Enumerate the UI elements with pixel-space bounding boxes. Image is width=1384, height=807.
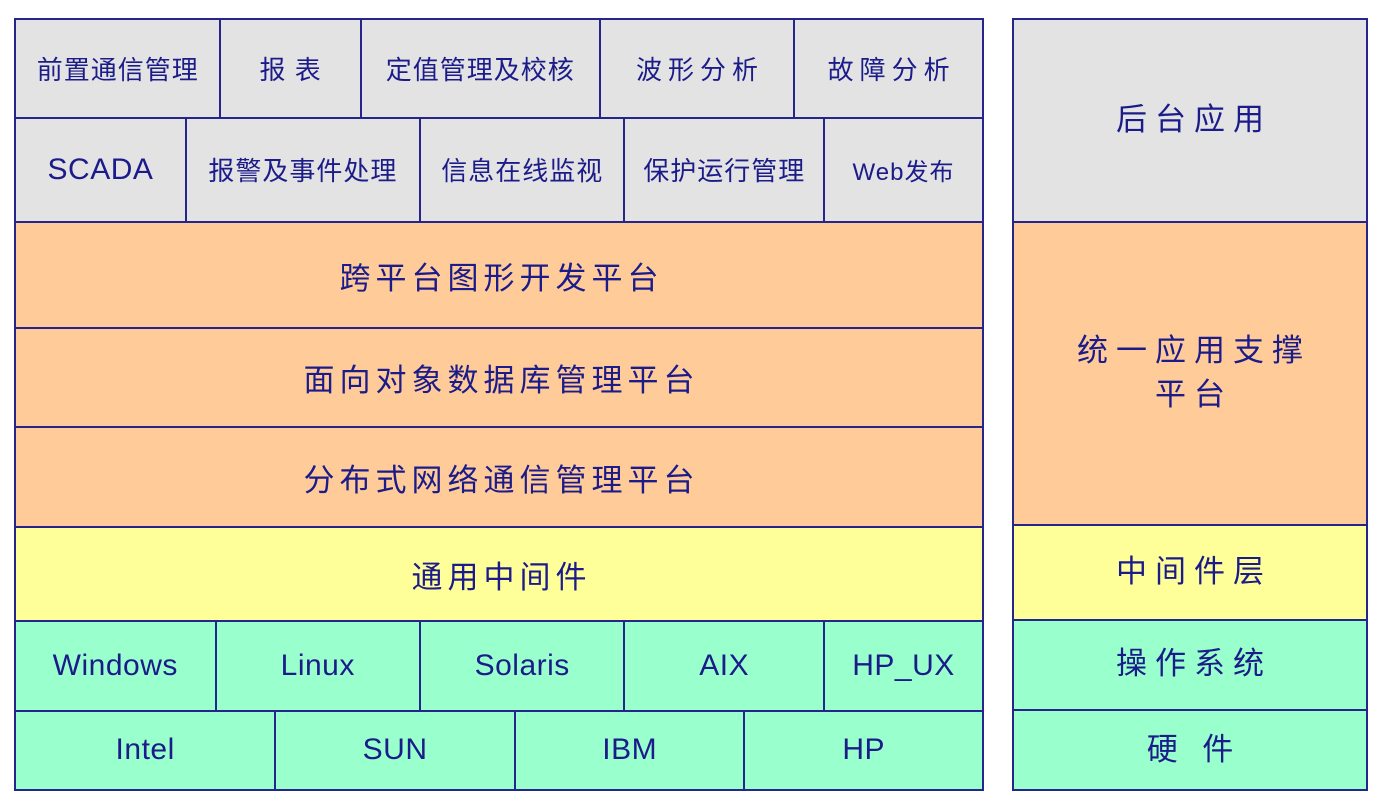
cell-os-linux: Linux (216, 621, 419, 710)
cell-hw-hp: HP (745, 711, 982, 789)
os-row: Windows Linux Solaris AIX HP_UX (16, 621, 983, 710)
middleware-row: 通用中间件 (16, 528, 982, 620)
legend-middleware-row: 中间件层 (1014, 526, 1366, 619)
cell-middleware-layer: 中间件层 (1014, 526, 1366, 619)
cell-waveform-analysis: 波形分析 (600, 20, 794, 117)
cell-generic-middleware: 通用中间件 (16, 528, 982, 620)
cell-web-publish: Web发布 (824, 118, 983, 222)
cell-backend-applications: 后台应用 (1014, 20, 1366, 221)
platform-row-2: 面向对象数据库管理平台 (16, 328, 982, 427)
cell-os-aix: AIX (625, 621, 823, 710)
cell-os-windows: Windows (16, 621, 215, 710)
cell-cross-platform-graphics: 跨平台图形开发平台 (16, 223, 982, 327)
cell-hw-intel: Intel (16, 711, 275, 789)
legend-hardware-row: 硬 件 (1014, 711, 1366, 790)
cell-distributed-network-comm: 分布式网络通信管理平台 (16, 428, 982, 527)
cell-online-info-monitoring: 信息在线监视 (420, 118, 624, 222)
app-row-1: 前置通信管理 报 表 定值管理及校核 波形分析 故障分析 (16, 20, 982, 117)
platform-row-1: 跨平台图形开发平台 (16, 223, 982, 327)
app-row-2: SCADA 报警及事件处理 信息在线监视 保护运行管理 Web发布 (16, 118, 983, 222)
hardware-row: Intel SUN IBM HP (16, 711, 982, 789)
cell-os-solaris: Solaris (420, 621, 624, 710)
platform-row-3: 分布式网络通信管理平台 (16, 428, 982, 527)
cell-scada: SCADA (16, 118, 185, 222)
cell-hw-ibm: IBM (515, 711, 744, 789)
right-stack: 后台应用 统一应用支撑 平台 中间件层 操作系统 硬 件 (1012, 18, 1368, 791)
legend-os-row: 操作系统 (1014, 620, 1366, 710)
cell-hardware: 硬 件 (1014, 711, 1366, 790)
cell-report: 报 表 (221, 20, 360, 117)
cell-os-hpux: HP_UX (824, 621, 983, 710)
cell-operating-system: 操作系统 (1014, 620, 1366, 710)
left-stack: 前置通信管理 报 表 定值管理及校核 波形分析 故障分析 SCADA 报警及事件… (14, 18, 984, 791)
cell-alarm-event-processing: 报警及事件处理 (186, 118, 419, 222)
unified-platform-line1: 统一应用支撑 (1077, 332, 1311, 368)
unified-platform-line2: 平台 (1155, 377, 1233, 413)
legend-unified-platform-row: 统一应用支撑 平台 (1014, 222, 1366, 525)
cell-unified-support-platform: 统一应用支撑 平台 (1014, 222, 1366, 525)
cell-setting-value-mgmt: 定值管理及校核 (361, 20, 599, 117)
cell-oo-database-mgmt: 面向对象数据库管理平台 (16, 328, 982, 427)
cell-front-comm-mgmt: 前置通信管理 (16, 20, 220, 117)
cell-hw-sun: SUN (276, 711, 514, 789)
legend-backend-apps-row: 后台应用 (1014, 20, 1366, 221)
cell-fault-analysis: 故障分析 (795, 20, 982, 117)
cell-protection-operation-mgmt: 保护运行管理 (625, 118, 823, 222)
